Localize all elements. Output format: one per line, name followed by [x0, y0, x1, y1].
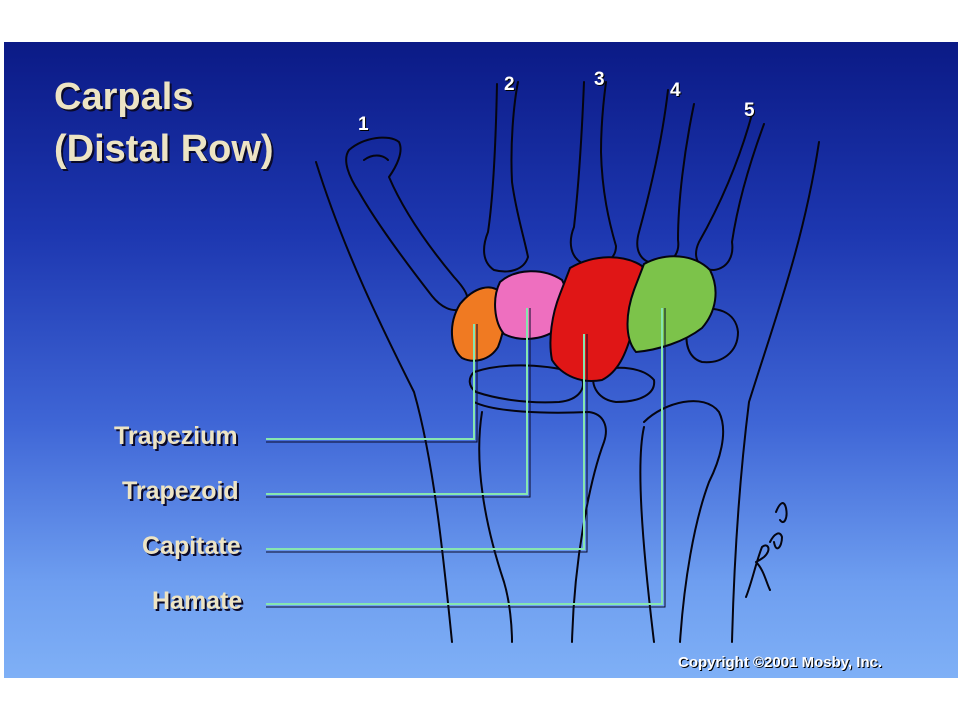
hamate-bone	[626, 255, 717, 354]
page-title-line2: (Distal Row)	[54, 128, 274, 170]
page-title-line1: Carpals	[54, 76, 194, 118]
wrist-illustration	[266, 81, 820, 643]
leader-line-hamate	[266, 308, 663, 605]
capitate-bone	[549, 256, 647, 382]
radius	[473, 401, 607, 643]
leader-line-trapezium	[266, 324, 475, 440]
label-capitate: Capitate	[142, 532, 241, 560]
digit-label-4: 4	[670, 80, 681, 101]
digit-label-5: 5	[744, 100, 755, 121]
leader-line-capitate	[266, 334, 585, 550]
forearm-outline-right	[731, 141, 820, 643]
copyright-notice: Copyright ©2001 Mosby, Inc.	[678, 654, 883, 671]
scaphoid	[468, 364, 584, 404]
metacarpal-4	[636, 89, 695, 265]
trapezium-bone	[451, 286, 506, 362]
metacarpal-3	[569, 81, 617, 266]
triquetrum-pisiform	[685, 307, 739, 364]
slide: Carpals (Distal Row) 1 2 3 4 5 Trapezium…	[4, 42, 958, 678]
artist-signature	[745, 502, 788, 598]
metacarpal-2	[483, 81, 529, 273]
thumb-metacarpal	[345, 136, 469, 312]
digit-label-2: 2	[504, 74, 515, 95]
digit-label-3: 3	[594, 69, 605, 90]
label-trapezoid: Trapezoid	[122, 477, 239, 505]
label-hamate: Hamate	[152, 587, 243, 615]
label-trapezium: Trapezium	[114, 422, 238, 450]
leader-line-trapezoid	[266, 308, 528, 495]
metacarpal-5	[695, 113, 765, 271]
lunate	[592, 366, 656, 403]
forearm-outline-left	[315, 161, 453, 643]
ulna	[643, 400, 725, 643]
digit-label-1: 1	[358, 114, 369, 135]
